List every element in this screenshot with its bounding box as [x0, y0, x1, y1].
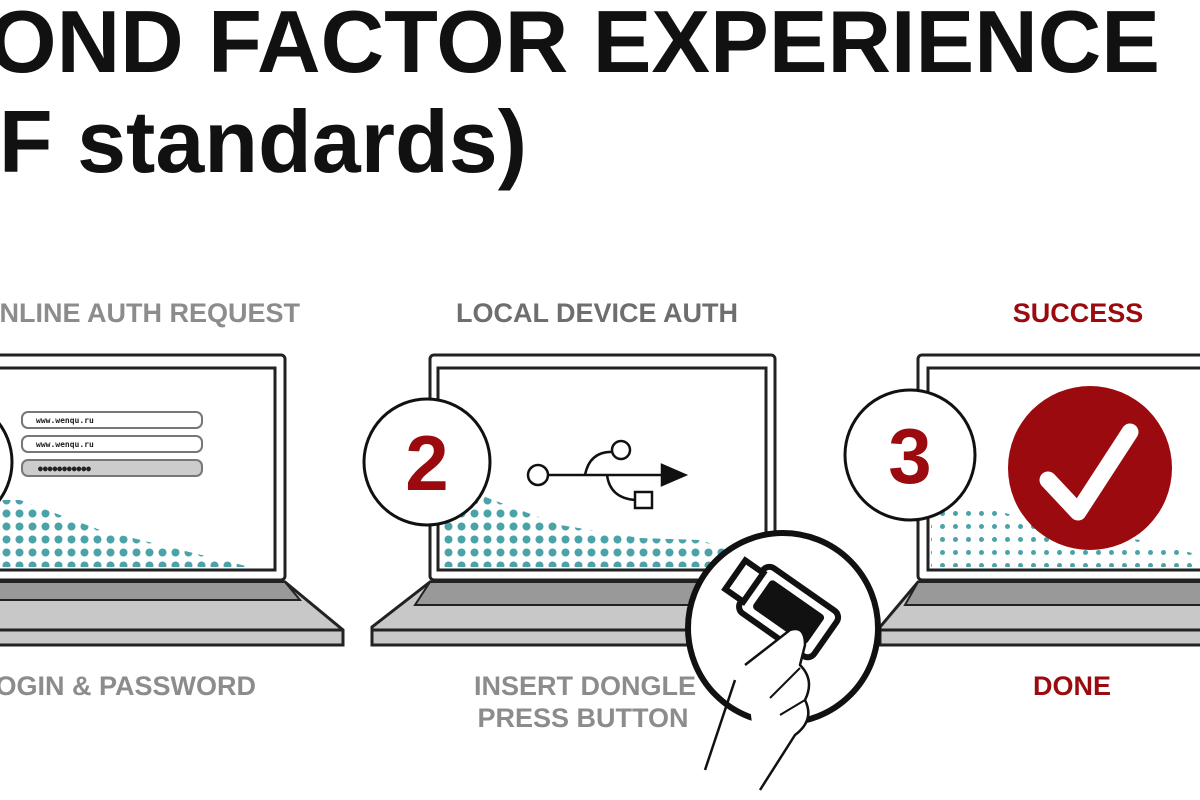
step-2-number-circle — [362, 397, 492, 527]
step-3-title: SUCCESS — [1013, 298, 1144, 328]
checkmark-icon — [1039, 423, 1139, 521]
step-1-caption: LOGIN & PASSWORD — [0, 671, 256, 701]
laptop-step-1: www.wenqu.ru www.wenqu.ru ●●●●●●●●●●● — [0, 353, 345, 647]
step-2-caption-line-2: PRESS BUTTON — [477, 703, 688, 733]
dongle-press-icon — [685, 530, 881, 791]
login-field: www.wenqu.ru — [36, 416, 94, 425]
step-3-caption: DONE — [1033, 671, 1111, 701]
success-badge — [1008, 386, 1172, 550]
step-2-title: LOCAL DEVICE AUTH — [456, 298, 738, 328]
step-1-title: ONLINE AUTH REQUEST — [0, 298, 301, 328]
title-line-2: (U2F standards) — [0, 92, 527, 191]
step-2-caption-line-1: INSERT DONGLE — [474, 671, 696, 701]
step-2-number: 2 — [405, 419, 448, 507]
step-3-number: 3 — [888, 412, 931, 500]
title-line-1: SECOND FACTOR EXPERIENCE — [0, 0, 1160, 91]
login-form-icon: www.wenqu.ru www.wenqu.ru ●●●●●●●●●●● — [21, 411, 203, 477]
step-1-number-circle — [0, 422, 14, 502]
password-field: ●●●●●●●●●●● — [38, 464, 91, 473]
login-field-2: www.wenqu.ru — [36, 440, 94, 449]
laptop-step-3: 3 — [843, 353, 1200, 647]
step-3-number-circle — [843, 388, 977, 522]
usb-icon — [526, 439, 689, 510]
